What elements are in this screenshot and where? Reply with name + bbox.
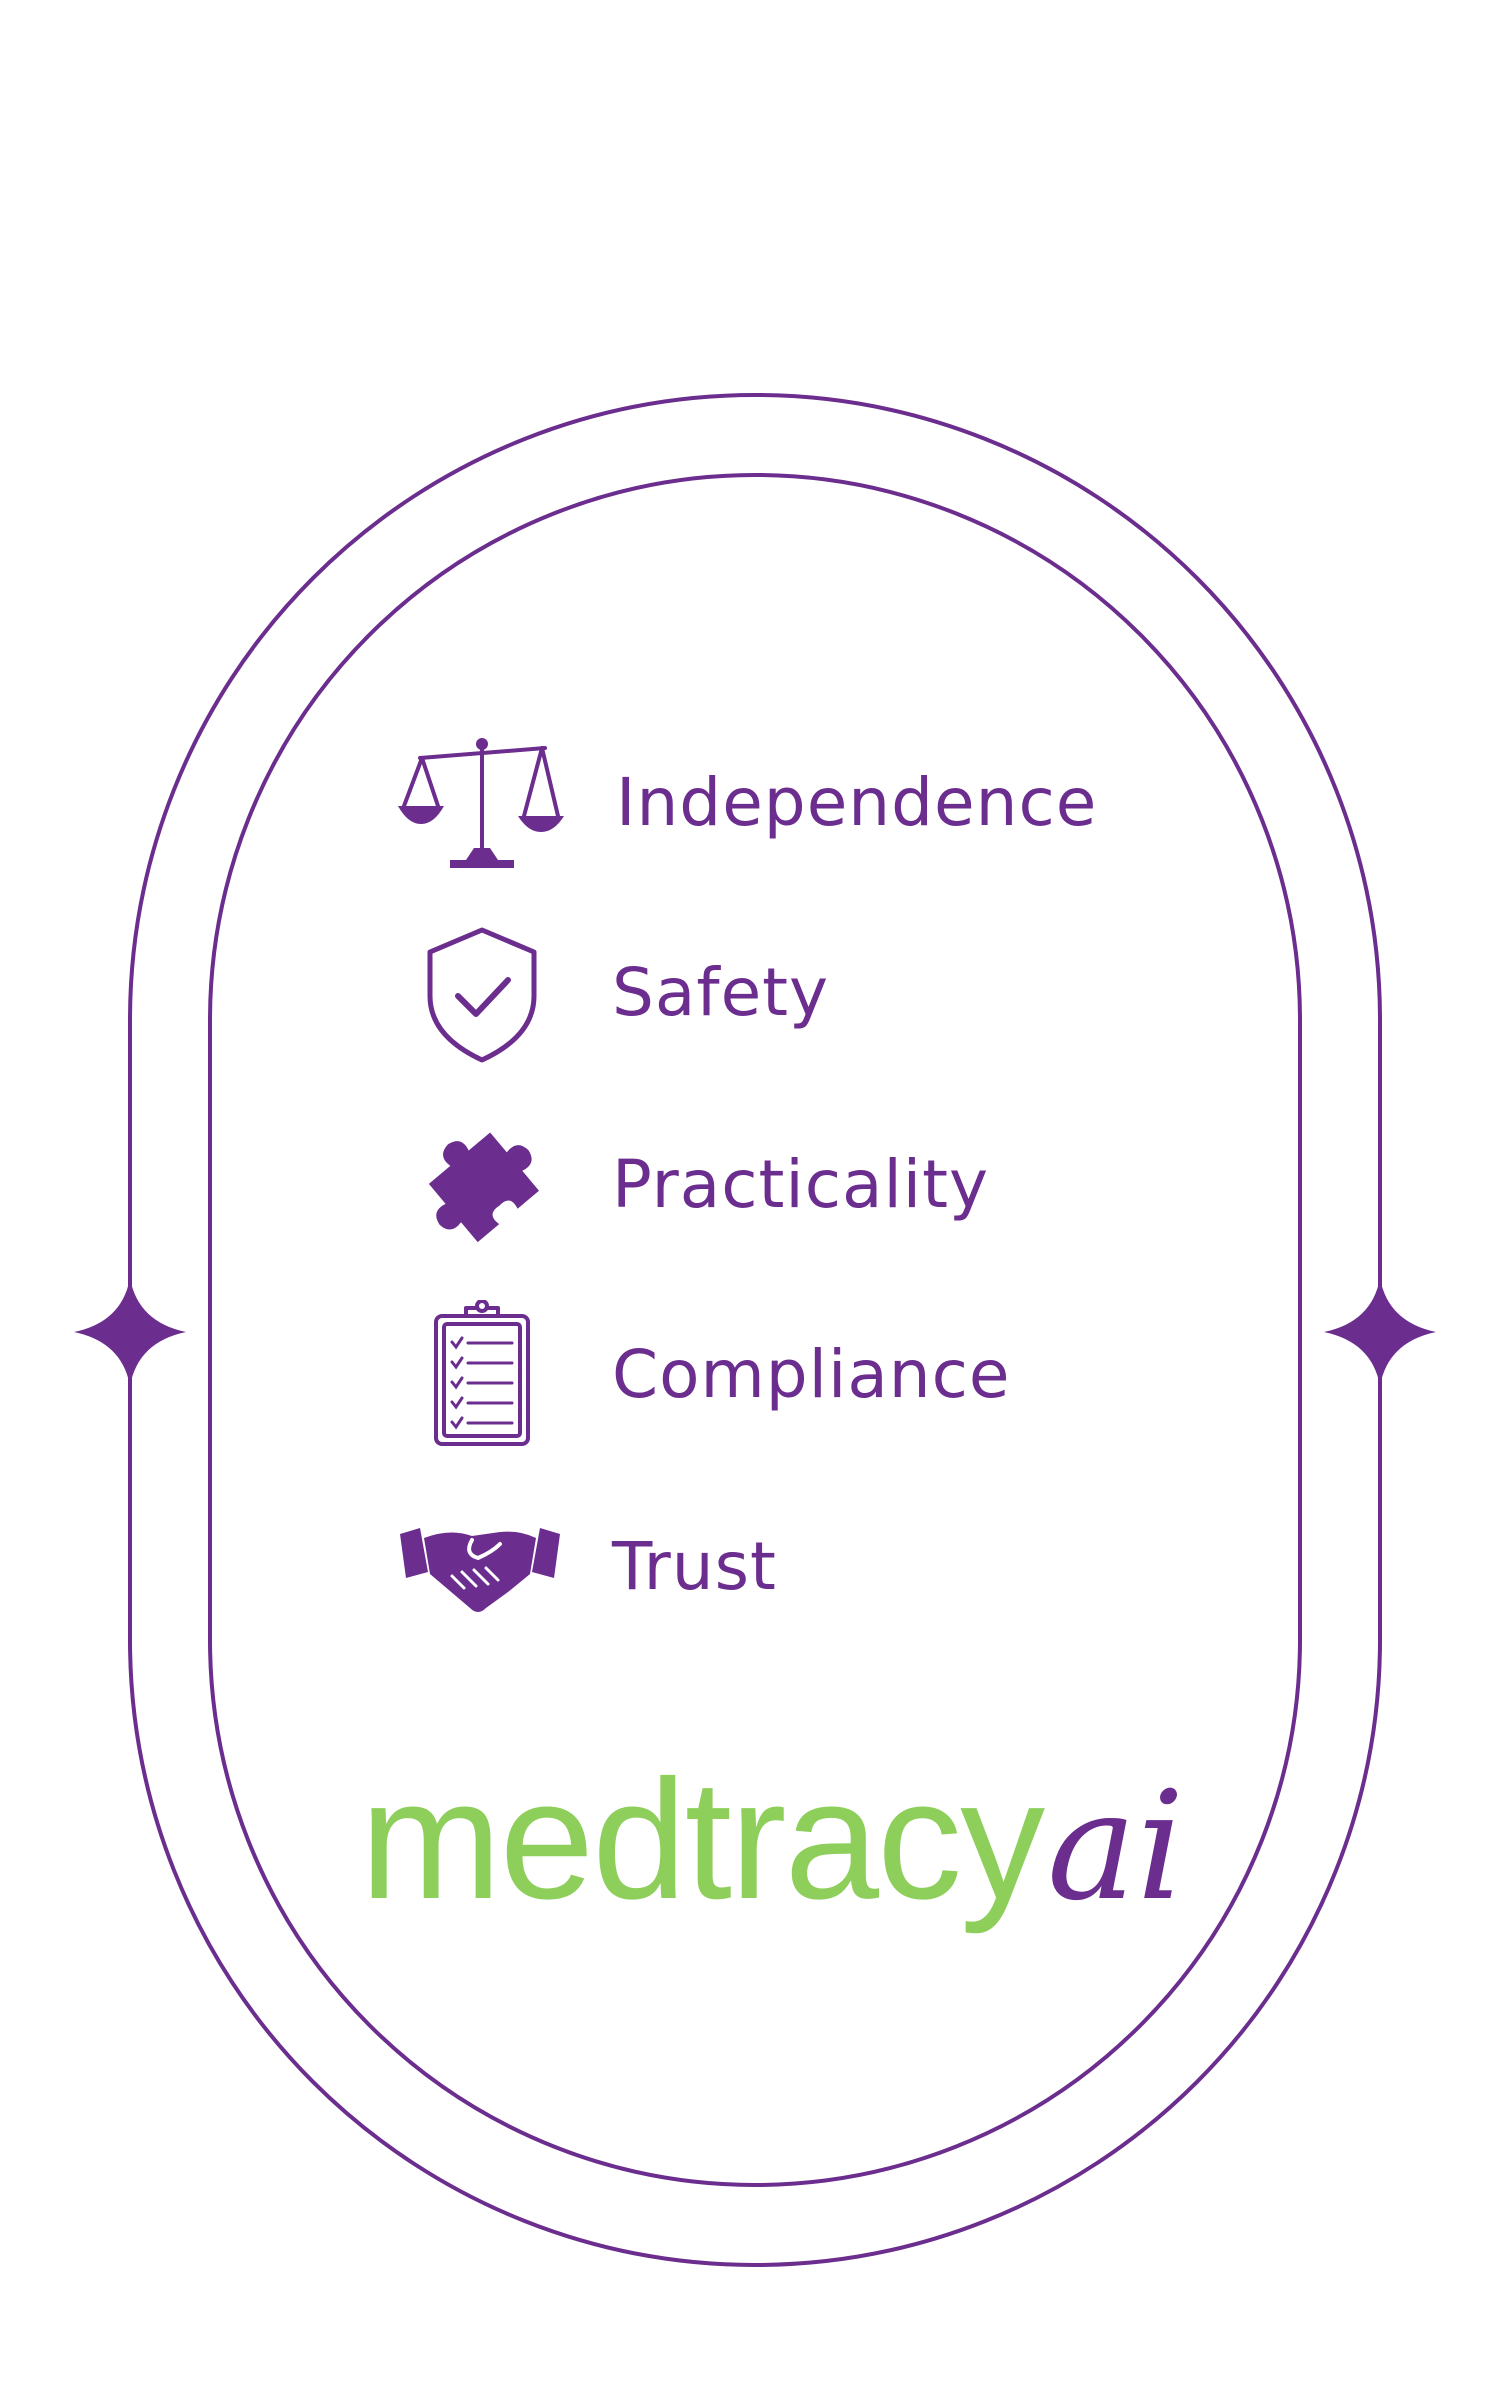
- value-item-independence: Independence: [390, 728, 1190, 878]
- logo-suffix: ai: [1047, 1760, 1185, 1934]
- medtracyai-logo: medtracyai: [360, 1740, 1185, 1940]
- right-sparkle-icon: [1324, 1278, 1436, 1386]
- value-label-independence: Independence: [616, 764, 1098, 841]
- value-label-practicality: Practicality: [612, 1146, 990, 1223]
- value-item-trust: Trust: [390, 1492, 1190, 1642]
- shield-check-icon: [390, 918, 570, 1068]
- value-item-compliance: Compliance: [390, 1300, 1190, 1450]
- value-label-safety: Safety: [612, 954, 830, 1031]
- value-item-safety: Safety: [390, 918, 1190, 1068]
- value-label-trust: Trust: [612, 1528, 777, 1605]
- scales-icon: [390, 728, 570, 878]
- puzzle-piece-icon: [390, 1110, 570, 1260]
- left-sparkle-icon: [74, 1278, 186, 1386]
- handshake-icon: [390, 1492, 570, 1642]
- value-label-compliance: Compliance: [612, 1336, 1011, 1413]
- outer-arch: [128, 393, 1382, 2267]
- clipboard-checklist-icon: [390, 1300, 570, 1450]
- logo-wordmark: medtracy: [360, 1745, 1045, 1935]
- inner-arch: [208, 473, 1302, 2187]
- value-item-practicality: Practicality: [390, 1110, 1190, 1260]
